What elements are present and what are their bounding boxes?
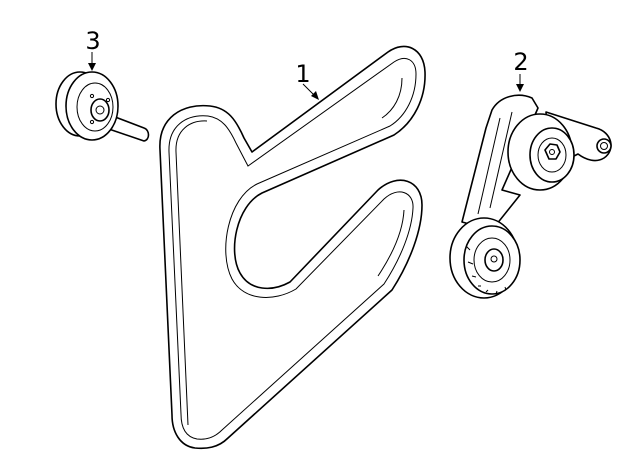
belt-tensioner[interactable]: [449, 94, 612, 299]
leader-arrow-3: [88, 63, 96, 71]
leader-arrow-1: [311, 91, 319, 100]
idler-pulley[interactable]: [55, 71, 150, 142]
callout-3: 3: [85, 27, 100, 55]
serpentine-belt[interactable]: [159, 45, 426, 450]
leader-arrow-2: [516, 84, 524, 92]
callout-1: 1: [295, 60, 310, 88]
callout-2: 2: [513, 48, 528, 76]
